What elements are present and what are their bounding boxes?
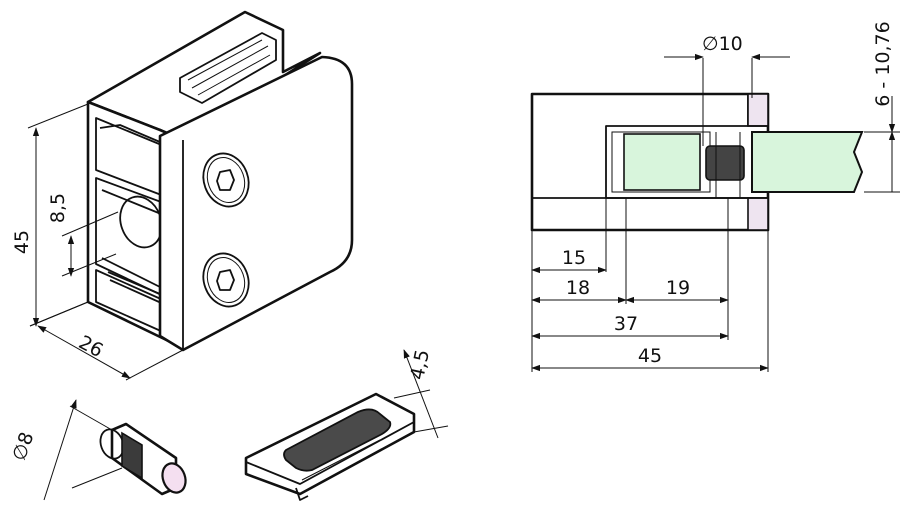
dim-bolt-dia: ∅10 [664,33,790,146]
rubber-pad-isometric [244,392,416,501]
dim-15: 15 [531,247,607,274]
screw-bottom [202,252,250,308]
clamp-slot-lines [187,39,271,96]
section-glass-inner [623,133,701,191]
pin-rubber-ring [121,431,143,480]
pad-top-edge [245,421,415,485]
section-rubber-block [705,145,745,181]
clamp-lower-pocket-lines [107,271,169,307]
dim-depth-label: 26 [75,331,107,362]
pin-end-right [161,462,187,494]
hex-socket-icon [216,169,235,191]
dim-slot-label: 8,5 [47,193,69,223]
dim-45-section-label: 45 [638,345,662,367]
pad-tab [295,487,309,501]
dim-bolt-dia-label: 10 [719,33,743,55]
dim-37: 37 [531,313,729,340]
dim-19-label: 19 [666,277,690,299]
dim-15-label: 15 [562,247,586,269]
clamp-isometric-view [86,10,354,352]
dim-18: 18 [531,277,627,304]
section-pad-outline [611,131,711,193]
section-glass-panel [751,131,864,193]
dim-19: 19 [625,277,729,304]
dim-37-label: 37 [614,313,638,335]
dim-pin-dia: ∅8 [8,399,123,501]
dim-pin-dia-label: 8 [14,429,39,448]
dim-glass-range-label: 6 - 10,76 [872,21,894,106]
clamp-section-view [530,92,864,232]
svg-text:∅10: ∅10 [702,33,743,55]
screw-top [202,152,250,208]
svg-text:∅8: ∅8 [8,429,38,463]
section-pocket [605,125,769,199]
dim-height-label: 45 [11,230,33,254]
dim-45-section: 45 [531,345,769,372]
dim-pad-label: 4,5 [406,348,434,382]
section-front-plate-top [747,93,769,127]
clamp-front-plate [158,55,354,352]
hex-socket-icon [216,269,235,291]
clamp-top-slot [179,32,277,104]
section-front-plate-bottom [747,197,769,231]
dim-18-label: 18 [566,277,590,299]
pad-rubber-insert [283,408,392,472]
dim-glass-range: 6 - 10,76 [864,21,900,193]
pin-isometric [99,422,187,496]
dim-slot-8-5: 8,5 [47,193,119,277]
pad-grooves [301,439,385,489]
